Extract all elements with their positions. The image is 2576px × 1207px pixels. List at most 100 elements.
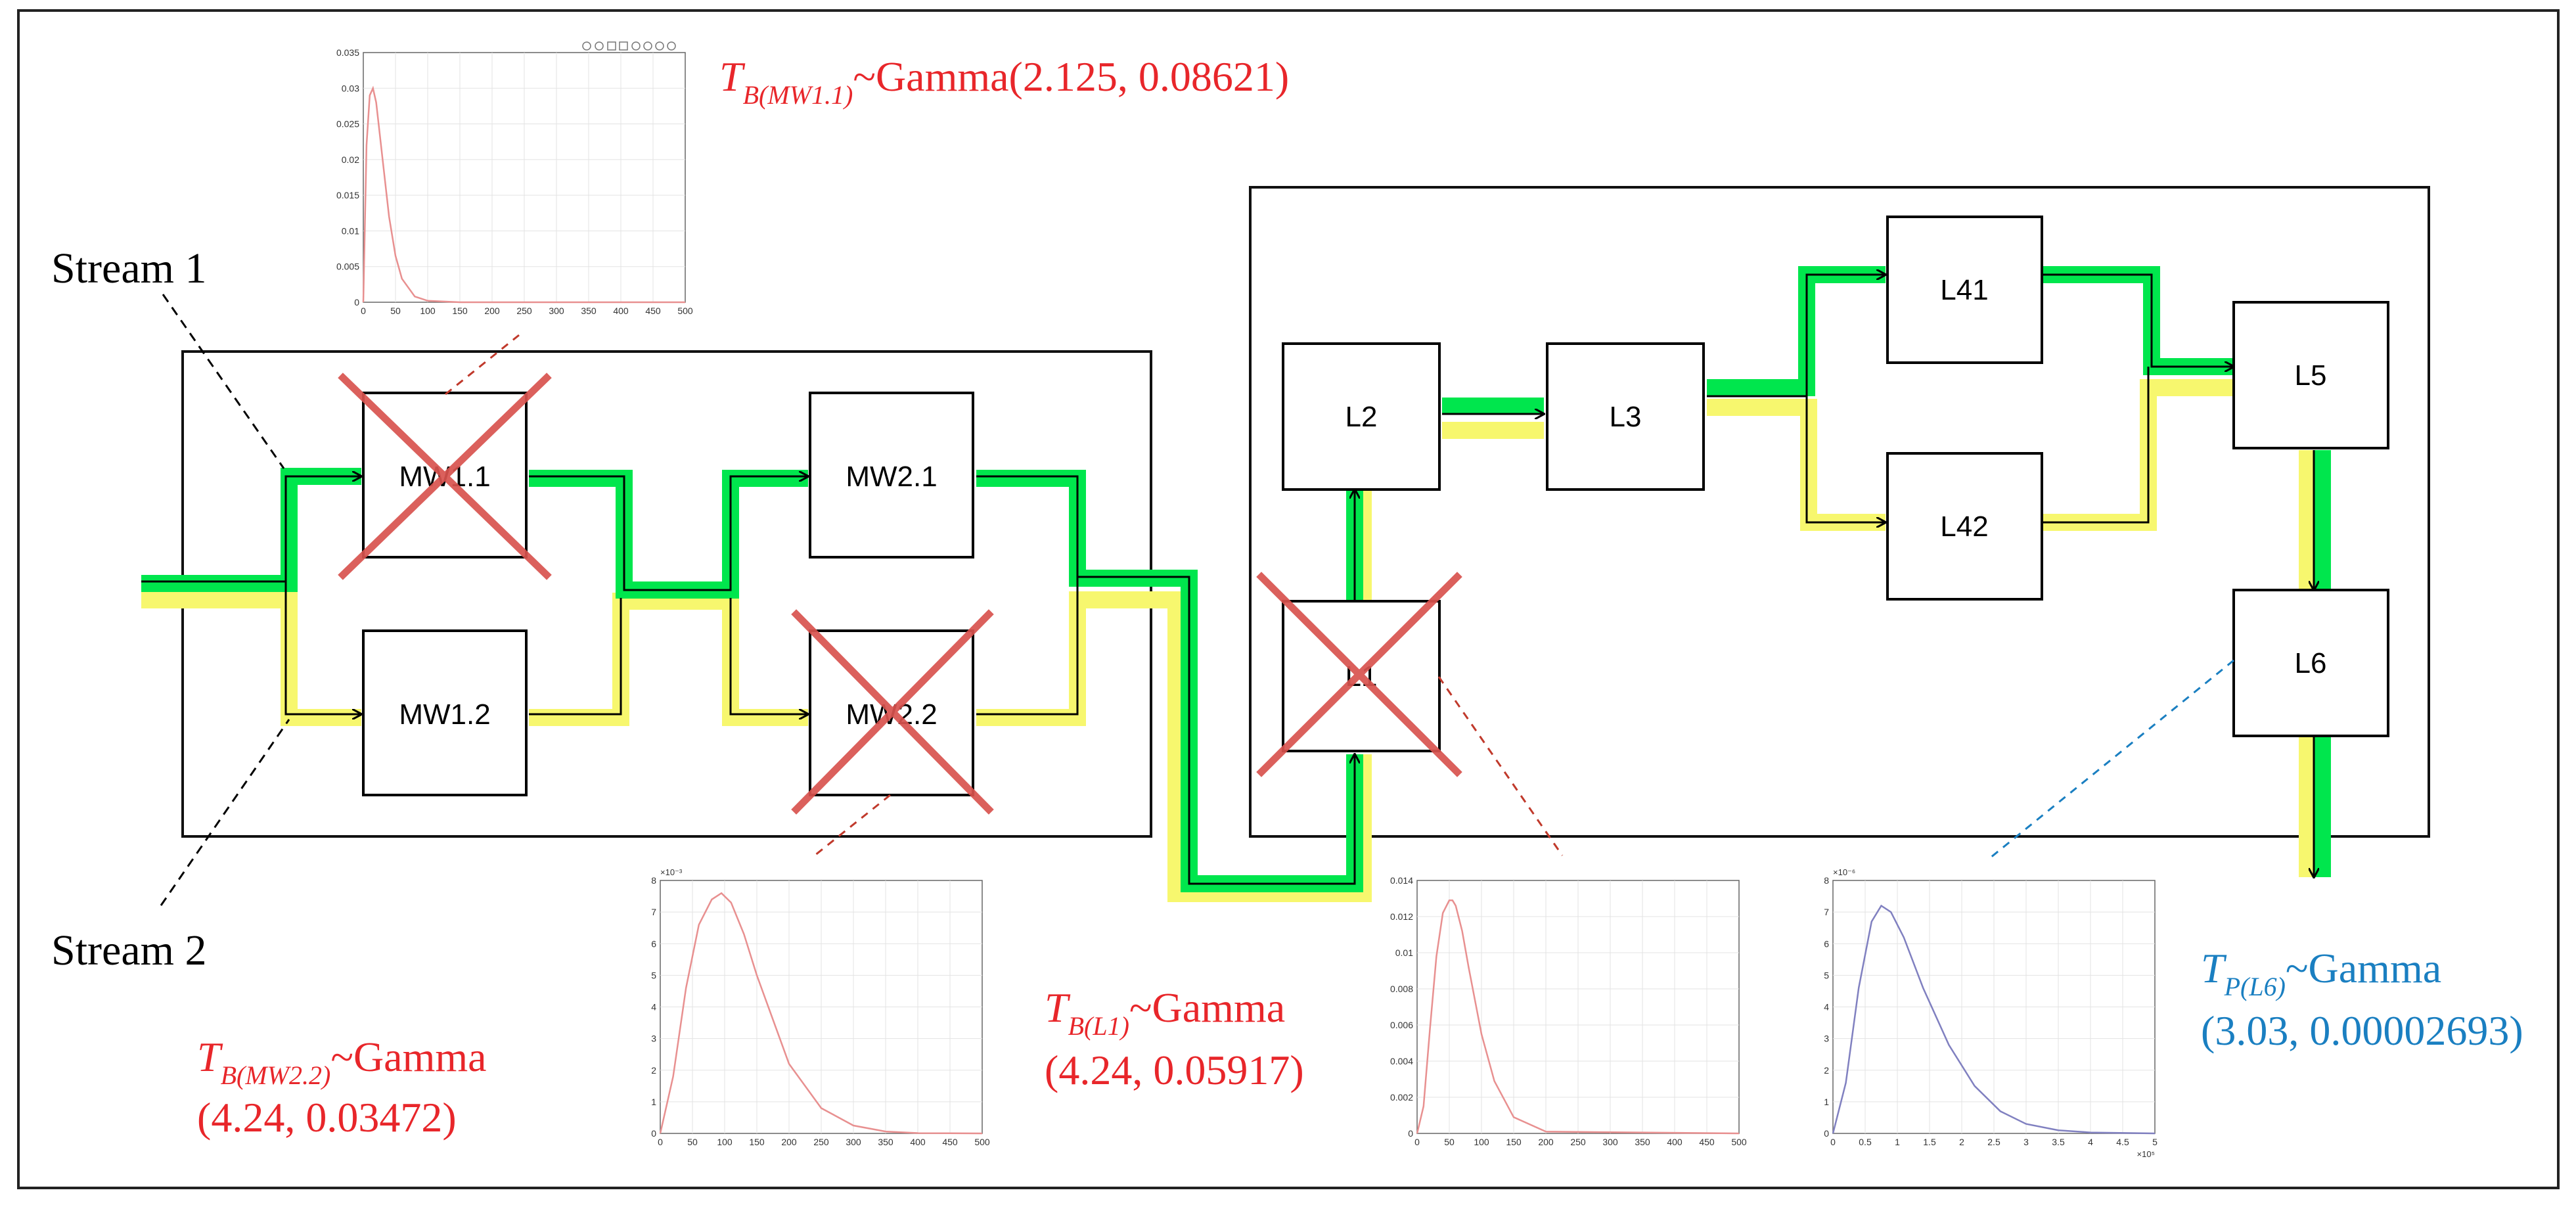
y-tick-label: 1 (651, 1097, 656, 1107)
y-tick-label: 0.01 (342, 225, 359, 236)
x-tick-label: 450 (1699, 1137, 1715, 1147)
block-l3[interactable]: L3 (1546, 342, 1705, 491)
block-l6[interactable]: L6 (2232, 589, 2389, 737)
x-tick-label: 350 (581, 306, 597, 316)
x-tick-label: 150 (749, 1137, 765, 1147)
block-l3-label: L3 (1610, 401, 1642, 433)
y-tick-label: 4 (1824, 1002, 1829, 1013)
x-tick-label: 1.5 (1923, 1137, 1936, 1147)
y-tick-label: 4 (651, 1002, 656, 1013)
y-tick-label: 3 (651, 1034, 656, 1044)
pdf-curve (362, 85, 685, 304)
x-tick-label: 3.5 (2052, 1137, 2065, 1147)
plot-toolbar (582, 41, 676, 51)
y-tick-label: 0.014 (1390, 875, 1413, 886)
leader-mw11-pdf (445, 334, 520, 396)
y-tick-label: 5 (651, 970, 656, 980)
block-l42[interactable]: L42 (1886, 452, 2043, 601)
y-exponent-label: ×10⁻³ (660, 867, 683, 877)
toolbar-zoom-in-icon[interactable] (643, 41, 652, 51)
dist-l6-params: (3.03, 0.00002693) (2201, 1007, 2523, 1054)
y-tick-label: 7 (651, 907, 656, 917)
toolbar-save-icon[interactable] (619, 41, 628, 51)
toolbar-open-icon[interactable] (607, 41, 616, 51)
x-tick-label: 400 (1667, 1137, 1683, 1147)
y-tick-label: 0.005 (336, 262, 359, 272)
block-mw12[interactable]: MW1.2 (362, 629, 528, 796)
dist-l1: TB(L1)~Gamma (1045, 984, 1285, 1041)
x-tick-label: 500 (1731, 1137, 1747, 1147)
y-tick-label: 2 (651, 1065, 656, 1076)
toolbar-zoom-out-icon[interactable] (655, 41, 664, 51)
leader-l1-pdf (1437, 676, 1564, 856)
x-tick-label: 250 (516, 306, 532, 316)
stream1-leader (162, 294, 285, 469)
y-tick-label: 3 (1824, 1034, 1829, 1044)
x-tick-label: 300 (1602, 1137, 1618, 1147)
x-tick-label: 500 (974, 1137, 990, 1147)
flow-lines (141, 275, 2314, 885)
y-tick-label: 0.004 (1390, 1056, 1413, 1066)
y-tick-label: 0.015 (336, 190, 359, 200)
toolbar-rotate-icon[interactable] (667, 41, 676, 51)
block-l6-label: L6 (2295, 647, 2327, 679)
block-l2-label: L2 (1345, 401, 1378, 433)
pdf-curve (1416, 900, 1740, 1135)
y-tick-label: 0 (354, 297, 359, 307)
toolbar-pan-icon[interactable] (631, 41, 641, 51)
x-tick-label: 350 (878, 1137, 893, 1147)
pdf-curve (659, 892, 983, 1135)
x-tick-label: 0 (1830, 1137, 1836, 1147)
y-tick-label: 0.01 (1395, 947, 1413, 958)
toolbar-insert-icon[interactable] (595, 41, 604, 51)
x-tick-label: 200 (484, 306, 500, 316)
x-tick-label: 100 (717, 1137, 733, 1147)
stream1-label: Stream 1 (51, 244, 206, 292)
x-tick-label: 100 (1474, 1137, 1489, 1147)
x-tick-label: 5 (2152, 1137, 2158, 1147)
x-tick-label: 50 (1444, 1137, 1455, 1147)
component-blocks: MW1.1 MW1.2 MW2.1 MW2.2 L1 L2 L3 L41 (362, 216, 2389, 796)
x-tick-label: 150 (1506, 1137, 1522, 1147)
dist-l6: TP(L6)~Gamma (2201, 945, 2441, 1001)
x-tick-label: 0 (361, 306, 366, 316)
y-exponent-label: ×10⁻⁶ (1833, 867, 1855, 877)
x-tick-label: 300 (549, 306, 564, 316)
y-tick-label: 6 (651, 938, 656, 949)
block-mw21[interactable]: MW2.1 (809, 392, 974, 558)
y-tick-label: 0.035 (336, 47, 359, 58)
x-tick-label: 2.5 (1987, 1137, 2000, 1147)
dist-mw22-params: (4.24, 0.03472) (197, 1094, 457, 1141)
x-tick-label: 0 (658, 1137, 663, 1147)
y-tick-label: 2 (1824, 1065, 1829, 1076)
y-tick-label: 5 (1824, 970, 1829, 980)
y-tick-label: 0.008 (1390, 984, 1413, 994)
block-mw21-label: MW2.1 (846, 461, 937, 493)
x-tick-label: 4 (2088, 1137, 2093, 1147)
x-tick-label: 300 (846, 1137, 861, 1147)
x-tick-label: 400 (910, 1137, 926, 1147)
x-tick-label: 200 (781, 1137, 797, 1147)
dist-mw22: TB(MW2.2)~Gamma (197, 1034, 487, 1090)
leader-mw22-pdf (814, 794, 891, 857)
block-l5-label: L5 (2295, 359, 2327, 392)
y-tick-label: 0.006 (1390, 1020, 1413, 1030)
failure-cross-mw11 (338, 373, 552, 580)
block-l41[interactable]: L41 (1886, 216, 2043, 364)
failure-cross-l1 (1256, 572, 1462, 777)
x-tick-label: 250 (813, 1137, 829, 1147)
y-tick-label: 0 (1824, 1128, 1829, 1139)
block-l5[interactable]: L5 (2232, 301, 2389, 449)
x-tick-label: 50 (390, 306, 401, 316)
block-l2[interactable]: L2 (1282, 342, 1441, 491)
y-tick-label: 0 (651, 1128, 656, 1139)
y-tick-label: 8 (651, 875, 656, 886)
toolbar-edit-icon[interactable] (582, 41, 591, 51)
x-tick-label: 350 (1635, 1137, 1650, 1147)
y-tick-label: 0.012 (1390, 911, 1413, 922)
x-tick-label: 500 (677, 306, 693, 316)
